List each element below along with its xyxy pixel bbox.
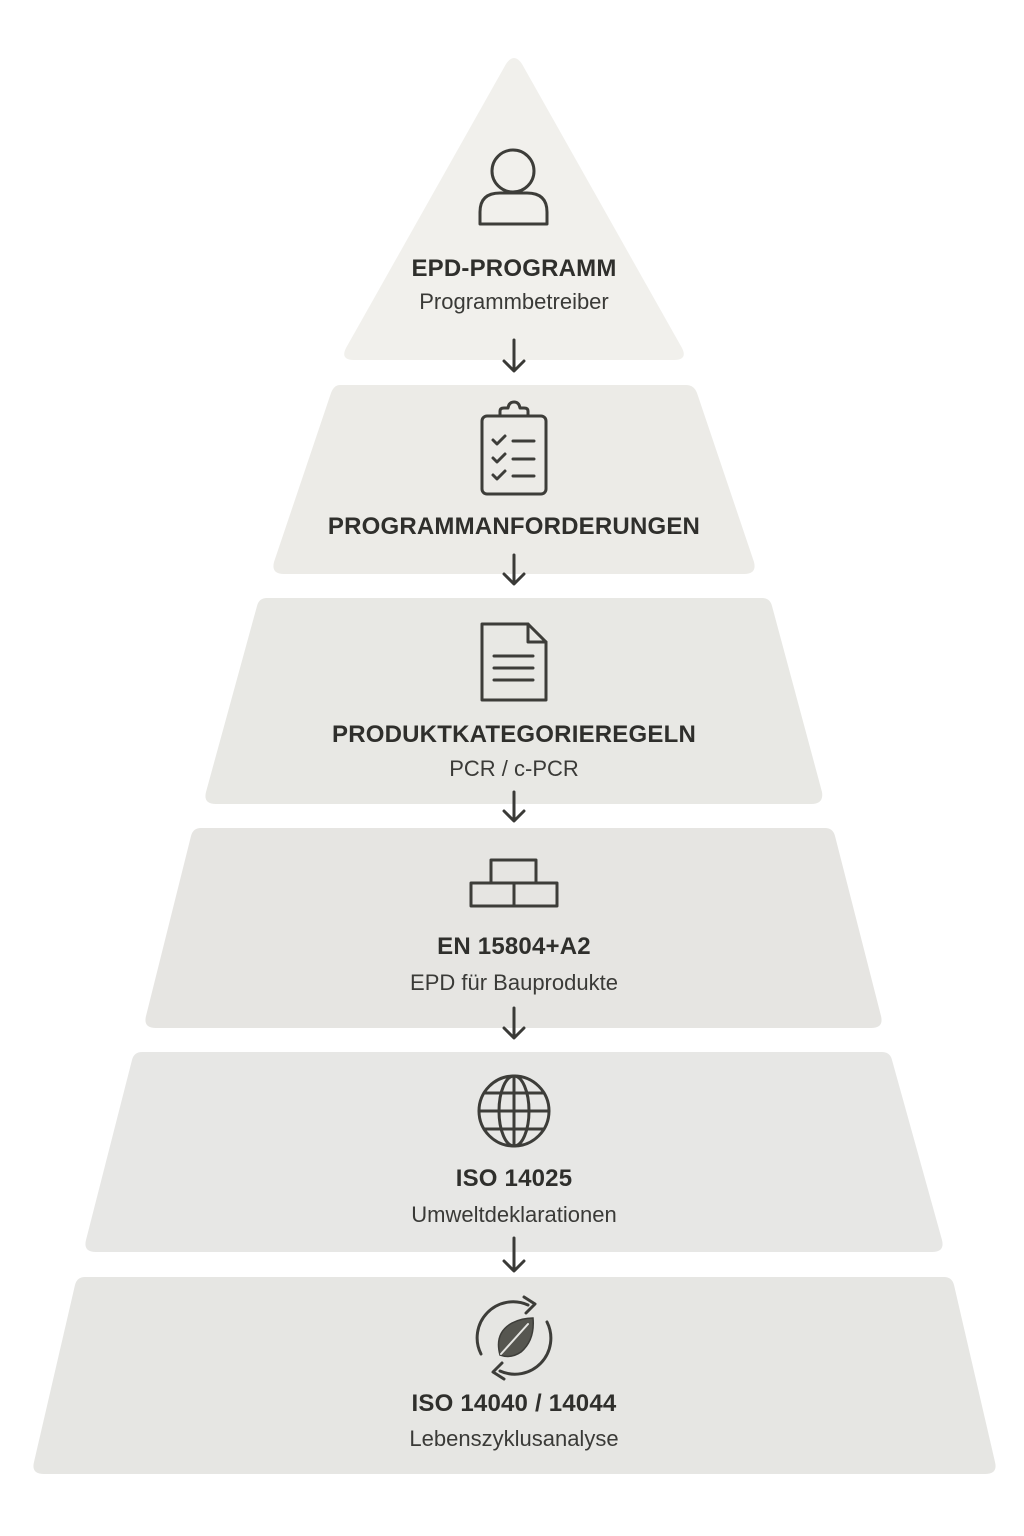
tier-programmanforderungen: PROGRAMMANFORDERUNGEN	[273, 385, 755, 574]
tier-shape	[344, 58, 684, 360]
tier-title: EPD-PROGRAMM	[411, 255, 616, 282]
arrow-down-icon	[502, 1006, 526, 1040]
tier-title: EN 15804+A2	[437, 933, 591, 960]
leaf-cycle-icon	[475, 1295, 553, 1381]
tier-iso-14025: ISO 14025 Umweltdeklarationen	[85, 1052, 943, 1252]
tier-shape	[85, 1052, 943, 1252]
tier-shape	[145, 828, 882, 1028]
tier-subtitle: Umweltdeklarationen	[411, 1202, 616, 1227]
tier-subtitle: PCR / c-PCR	[449, 756, 579, 781]
tier-subtitle: Programmbetreiber	[419, 289, 609, 314]
tier-subtitle: Lebenszyklusanalyse	[409, 1426, 618, 1451]
tier-title: ISO 14025	[456, 1165, 573, 1192]
globe-icon	[477, 1074, 551, 1148]
tier-epd-programm: EPD-PROGRAMM Programmbetreiber	[344, 58, 684, 360]
user-icon	[478, 148, 549, 226]
bricks-icon	[469, 858, 559, 908]
tier-iso-14040-14044: ISO 14040 / 14044 Lebenszyklusanalyse	[33, 1277, 996, 1474]
clipboard-checklist-icon	[480, 400, 548, 496]
tier-title: ISO 14040 / 14044	[412, 1390, 617, 1417]
document-icon	[480, 622, 548, 702]
tier-produktkategorieregeln: PRODUKTKATEGORIEREGELN PCR / c-PCR	[205, 598, 823, 804]
arrow-down-icon	[502, 790, 526, 823]
tier-title: PRODUKTKATEGORIEREGELN	[332, 721, 696, 748]
tier-title: PROGRAMMANFORDERUNGEN	[328, 513, 700, 540]
arrow-down-icon	[502, 553, 526, 586]
tier-en-15804: EN 15804+A2 EPD für Bauprodukte	[145, 828, 882, 1028]
tier-shape	[273, 385, 755, 574]
arrow-down-icon	[502, 338, 526, 373]
tier-subtitle: EPD für Bauprodukte	[410, 970, 618, 995]
arrow-down-icon	[502, 1236, 526, 1273]
